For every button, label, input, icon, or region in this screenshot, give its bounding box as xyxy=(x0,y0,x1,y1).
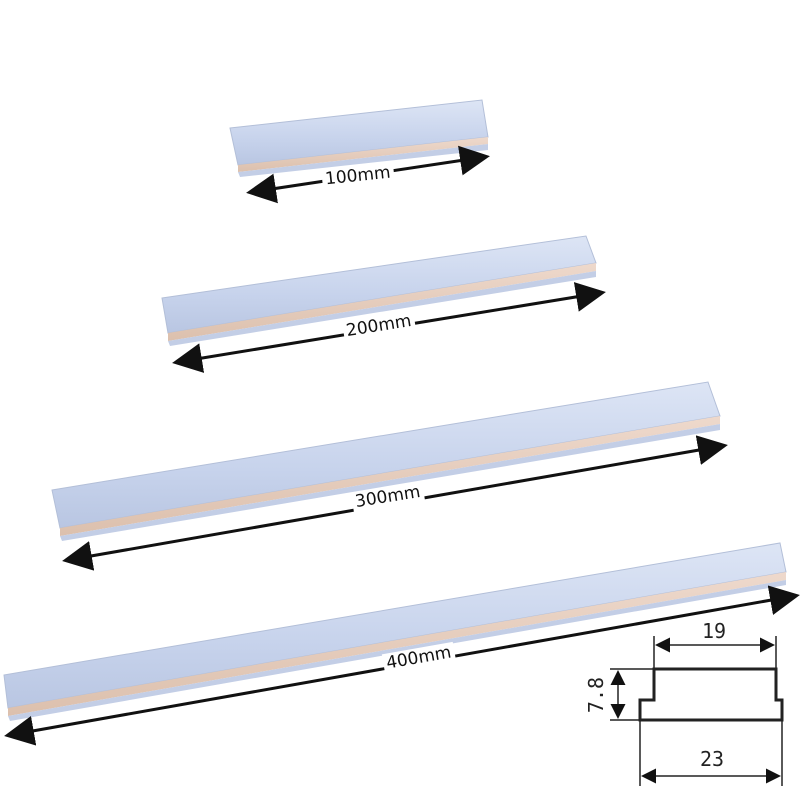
rail-300mm xyxy=(51,381,721,541)
rail-400mm xyxy=(3,542,787,721)
profile-bottom-width: 23 xyxy=(700,747,725,771)
profile-height: 7.8 xyxy=(584,676,609,714)
profile-top-width: 19 xyxy=(702,619,727,643)
profile-drawing xyxy=(610,636,784,786)
